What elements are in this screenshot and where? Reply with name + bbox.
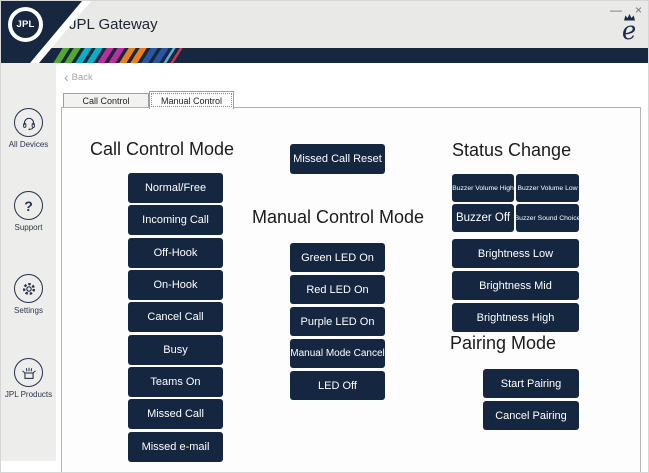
minimize-icon[interactable]: — (609, 3, 622, 17)
manual-control-panel: Call Control Mode Normal/Free Incoming C… (61, 107, 641, 472)
tab-call-control[interactable]: Call Control (63, 93, 149, 108)
sidebar-item-settings[interactable]: Settings (1, 274, 56, 315)
brightness-high-button[interactable]: Brightness High (452, 303, 579, 332)
red-led-on-button[interactable]: Red LED On (290, 275, 385, 304)
buzzer-volume-low-button[interactable]: Buzzer Volume Low (516, 174, 579, 202)
busy-button[interactable]: Busy (128, 335, 223, 365)
led-off-button[interactable]: LED Off (290, 371, 385, 400)
sidebar-item-support[interactable]: ? Support (1, 191, 56, 232)
crown-icon (623, 14, 635, 21)
cancel-pairing-button[interactable]: Cancel Pairing (483, 401, 579, 430)
missed-call-button[interactable]: Missed Call (128, 399, 223, 429)
call-control-mode-heading: Call Control Mode (89, 139, 235, 159)
on-hook-button[interactable]: On-Hook (128, 270, 223, 300)
buzzer-volume-high-button[interactable]: Buzzer Volume High (452, 174, 514, 202)
jpl-logo: JPL (8, 7, 43, 42)
sidebar-item-jpl-products[interactable]: JPL Products (1, 358, 56, 399)
back-button[interactable]: ‹ Back (64, 69, 93, 85)
buzzer-off-button[interactable]: Buzzer Off (452, 204, 514, 232)
brightness-low-button[interactable]: Brightness Low (452, 239, 579, 268)
window-controls: — × (610, 3, 642, 17)
chevron-left-icon: ‹ (64, 69, 69, 85)
green-led-on-button[interactable]: Green LED On (290, 243, 385, 272)
manual-control-mode-heading: Manual Control Mode (251, 207, 425, 227)
queens-award-emblem: e (613, 13, 645, 46)
brightness-mid-button[interactable]: Brightness Mid (452, 271, 579, 300)
tab-manual-control[interactable]: Manual Control (149, 91, 234, 109)
incoming-call-button[interactable]: Incoming Call (128, 205, 223, 235)
products-box-icon (14, 358, 43, 387)
purple-led-on-button[interactable]: Purple LED On (290, 307, 385, 336)
manual-mode-cancel-button[interactable]: Manual Mode Cancel (290, 339, 385, 368)
close-icon[interactable]: × (634, 3, 642, 17)
award-letter: e (620, 15, 638, 46)
sidebar-label: Settings (14, 306, 43, 315)
sidebar-label: Support (14, 223, 43, 232)
question-icon: ? (14, 191, 43, 220)
back-label: Back (71, 71, 93, 83)
start-pairing-button[interactable]: Start Pairing (483, 369, 579, 398)
missed-email-button[interactable]: Missed e-mail (128, 432, 223, 462)
cancel-call-button[interactable]: Cancel Call (128, 302, 223, 332)
missed-call-reset-button[interactable]: Missed Call Reset (290, 144, 385, 174)
off-hook-button[interactable]: Off-Hook (128, 238, 223, 268)
normal-free-button[interactable]: Normal/Free (128, 173, 223, 203)
pairing-mode-heading: Pairing Mode (450, 333, 557, 353)
jpl-logo-text: JPL (16, 19, 35, 30)
sidebar: All Devices ? Support Settings (1, 63, 56, 461)
status-change-heading: Status Change (452, 140, 572, 160)
buzzer-sound-choice-button[interactable]: Buzzer Sound Choice (515, 204, 580, 232)
headset-icon (14, 108, 43, 137)
brand-stripe-band (1, 48, 648, 63)
sidebar-label: JPL Products (4, 390, 53, 399)
sidebar-item-all-devices[interactable]: All Devices (1, 108, 56, 149)
sidebar-label: All Devices (8, 140, 49, 149)
app-title: JPL Gateway (69, 16, 158, 33)
teams-on-button[interactable]: Teams On (128, 367, 223, 397)
titlebar: JPL Gateway — × e (1, 1, 648, 48)
brand-stripes (53, 48, 183, 63)
gear-icon (14, 274, 43, 303)
